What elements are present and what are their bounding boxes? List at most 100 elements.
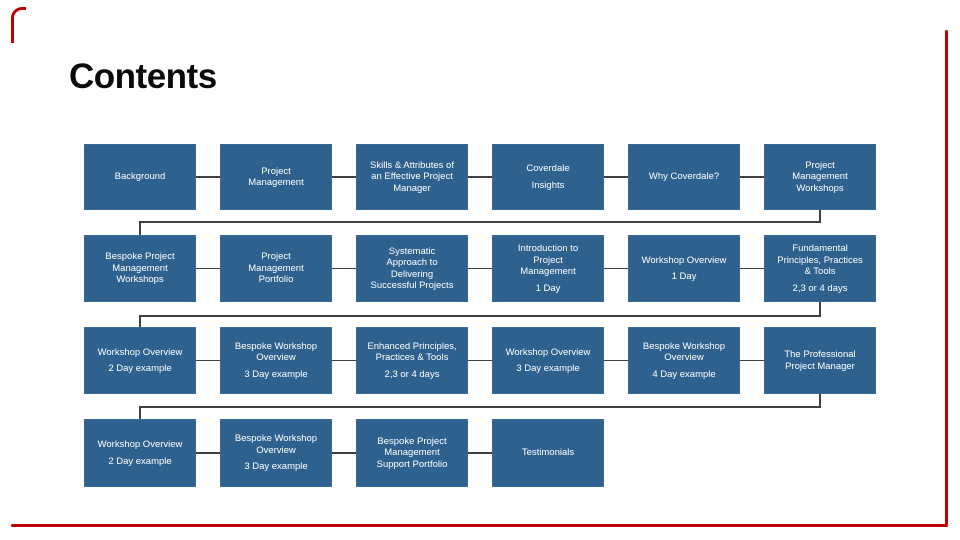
flow-box-label: Management bbox=[384, 447, 440, 459]
flow-box[interactable]: Why Coverdale? bbox=[628, 144, 740, 210]
flow-box-sublabel: 2 Day example bbox=[108, 363, 171, 375]
connector-line bbox=[468, 452, 492, 454]
slide-title: Contents bbox=[69, 57, 217, 96]
connector-line bbox=[819, 302, 821, 315]
flow-box-sublabel: 1 Day bbox=[672, 271, 697, 283]
flow-box-sublabel: 2,3 or 4 days bbox=[385, 369, 440, 381]
flow-box-label: Workshop Overview bbox=[97, 346, 183, 358]
flow-box-sublabel-line: 2 Day example bbox=[108, 363, 172, 374]
flow-box-sublabel: 4 Day example bbox=[652, 369, 715, 381]
flow-box-label: Why Coverdale? bbox=[648, 171, 720, 183]
flow-box-label: Management bbox=[792, 171, 848, 183]
red-border-corner bbox=[11, 7, 26, 43]
flow-box-label: Bespoke Workshop bbox=[234, 433, 318, 445]
connector-line bbox=[196, 452, 220, 454]
flow-box-label: Bespoke Workshop bbox=[234, 340, 318, 352]
connector-line bbox=[139, 406, 141, 419]
flow-box[interactable]: Testimonials bbox=[492, 419, 604, 487]
flow-box-sublabel-line: 3 Day example bbox=[516, 363, 580, 374]
flow-box-sublabel-line: 1 Day bbox=[535, 282, 561, 294]
flow-box-label: Enhanced Principles, bbox=[367, 340, 457, 352]
connector-line bbox=[332, 176, 356, 178]
flow-box-label: Principles, Practices bbox=[777, 254, 863, 266]
flow-box-label: Practices & Tools bbox=[375, 352, 449, 364]
flow-box-label: & Tools bbox=[804, 266, 836, 277]
connector-line bbox=[604, 267, 628, 270]
connector-line bbox=[196, 176, 220, 178]
flow-box-sublabel-line: 2,3 or 4 days bbox=[792, 282, 848, 294]
flow-box[interactable]: Enhanced Principles,Practices & Tools 2,3… bbox=[356, 327, 468, 394]
flow-box-label: Workshops bbox=[796, 182, 844, 194]
connector-line bbox=[468, 359, 492, 362]
flow-box-label: Overview bbox=[256, 352, 296, 364]
flow-box-label: Management bbox=[248, 177, 304, 188]
connector-line bbox=[740, 359, 764, 362]
connector-line bbox=[819, 210, 821, 221]
connector-line bbox=[332, 359, 356, 362]
flow-box-label: Delivering bbox=[390, 268, 434, 280]
flow-box-label: Support Portfolio bbox=[376, 458, 448, 470]
flow-box-sublabel: 3 Day example bbox=[516, 363, 579, 375]
flow-box-label: Testimonials bbox=[521, 447, 575, 459]
flow-box-label: Bespoke Project bbox=[377, 435, 447, 447]
connector-line bbox=[139, 221, 821, 223]
flow-box-label: Project bbox=[805, 159, 835, 171]
flow-box-label: Manager bbox=[393, 182, 431, 194]
flow-box-label: The Professional bbox=[784, 349, 856, 360]
flow-box-label: Management bbox=[248, 262, 304, 274]
flow-box-label: Workshop Overview bbox=[641, 254, 727, 266]
flow-box-label: Approach to bbox=[386, 257, 438, 268]
flow-box-label: Bespoke Project bbox=[105, 251, 175, 263]
connector-line bbox=[740, 267, 764, 270]
flow-box-label: Background bbox=[114, 171, 166, 183]
connector-line bbox=[139, 315, 821, 317]
connector-line bbox=[819, 394, 821, 406]
flow-box-sublabel-line: 3 Day example bbox=[244, 461, 308, 473]
flow-box-label: Overview bbox=[256, 444, 296, 456]
flow-box-label: Project bbox=[261, 251, 291, 263]
connector-line bbox=[139, 406, 821, 408]
connector-line bbox=[139, 315, 141, 327]
flow-box-sublabel: 2 Day example bbox=[108, 456, 171, 468]
red-border-right-line bbox=[945, 30, 948, 525]
connector-line bbox=[139, 221, 141, 235]
flow-box-label: Management bbox=[520, 266, 576, 277]
connector-line bbox=[332, 452, 356, 454]
flow-box-label: Workshops bbox=[116, 274, 164, 286]
red-border-bottom-line bbox=[11, 524, 948, 527]
flow-box-label: Management bbox=[112, 262, 168, 274]
flow-box-label: Project Manager bbox=[785, 360, 855, 372]
connector-line bbox=[468, 176, 492, 178]
flow-box[interactable]: Workshop Overview 1 Day bbox=[628, 235, 740, 302]
connector-line bbox=[604, 359, 628, 362]
flow-box-label: Successful Projects bbox=[370, 280, 454, 291]
flow-box[interactable]: Workshop Overview 2 Day example bbox=[84, 327, 196, 394]
connector-line bbox=[740, 176, 764, 178]
flow-box-label: Portfolio bbox=[258, 274, 294, 286]
flow-box-label: Skills & Attributes of bbox=[370, 159, 454, 171]
flow-box-sublabel: 3 Day example bbox=[244, 369, 307, 381]
flow-box[interactable]: Background bbox=[84, 144, 196, 210]
connector-line bbox=[196, 267, 220, 270]
connector-line bbox=[196, 359, 220, 362]
flow-box-sublabel-line: 1 Day bbox=[671, 271, 697, 282]
flow-box-sublabel-line: 4 Day example bbox=[652, 368, 716, 380]
flow-box-sublabel-line: 2 Day example bbox=[108, 455, 172, 467]
flow-box-sublabel: Insights bbox=[532, 180, 565, 192]
